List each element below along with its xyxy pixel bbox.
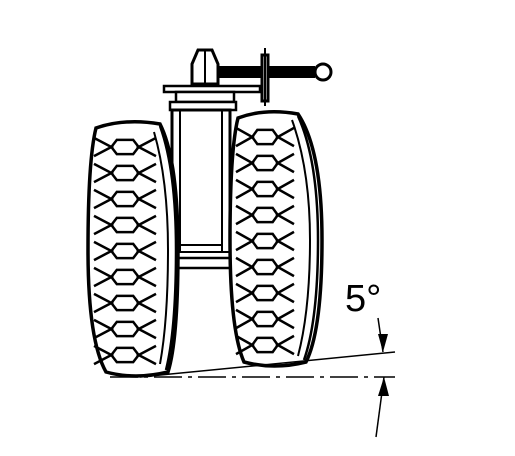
tread-lug-left <box>235 334 255 356</box>
tread-block <box>250 128 280 146</box>
tread-lug-left <box>235 152 255 174</box>
right-tire-tread <box>235 126 295 356</box>
tread-lug-right <box>275 152 295 174</box>
tread-lug-right <box>135 266 157 288</box>
tread-lug-right <box>275 126 295 148</box>
tilt-angle-annotation: 5° <box>110 278 396 438</box>
tread-block <box>109 242 141 260</box>
tread-block <box>250 284 280 302</box>
tread-lug-right <box>135 240 157 262</box>
upper-arrowhead <box>378 334 388 352</box>
tread-block <box>109 216 141 234</box>
tread-block <box>109 190 141 208</box>
tread-lug-right <box>135 136 157 158</box>
tread-lug-left <box>235 204 255 226</box>
fork-body <box>168 108 234 270</box>
tread-lug-right <box>275 308 295 330</box>
tread-block <box>250 154 280 172</box>
tread-lug-right <box>275 230 295 252</box>
tread-block <box>109 294 141 312</box>
tread-lug-right <box>135 292 157 314</box>
tread-lug-right <box>135 162 157 184</box>
tread-block <box>250 232 280 250</box>
handle-knob <box>313 62 333 82</box>
tread-lug-left <box>93 188 115 210</box>
tread-lug-right <box>135 214 157 236</box>
tread-lug-left <box>93 266 115 288</box>
fork-leg-frame <box>170 108 232 262</box>
tread-lug-right <box>135 188 157 210</box>
tread-lug-left <box>93 214 115 236</box>
tread-block <box>250 336 280 354</box>
tread-lug-left <box>93 240 115 262</box>
tread-block <box>109 346 141 364</box>
tread-lug-right <box>135 344 157 366</box>
tread-lug-left <box>235 282 255 304</box>
tread-block <box>109 164 141 182</box>
tread-block <box>109 268 141 286</box>
tread-block <box>109 138 141 156</box>
tread-block <box>250 310 280 328</box>
tread-lug-left <box>235 126 255 148</box>
tread-block <box>250 180 280 198</box>
tread-block <box>250 206 280 224</box>
tread-lug-right <box>275 282 295 304</box>
right-wheel <box>228 110 324 368</box>
tread-lug-left <box>235 178 255 200</box>
tread-lug-left <box>93 292 115 314</box>
tread-lug-right <box>275 204 295 226</box>
left-wheel <box>86 120 180 378</box>
angle-label: 5° <box>345 278 381 320</box>
tilt-reference-line <box>139 351 396 378</box>
tread-lug-right <box>275 334 295 356</box>
bearing-housing <box>174 90 236 104</box>
steering-handle-assembly <box>162 48 333 112</box>
tread-lug-right <box>275 256 295 278</box>
tread-block <box>109 320 141 338</box>
tread-lug-left <box>235 256 255 278</box>
tread-lug-left <box>93 318 115 340</box>
lower-arrowhead <box>378 377 389 396</box>
tread-lug-left <box>93 344 115 366</box>
tread-lug-right <box>275 178 295 200</box>
left-tire-tread <box>93 136 157 366</box>
tread-lug-right <box>135 318 157 340</box>
tread-block <box>250 258 280 276</box>
tread-lug-left <box>93 136 115 158</box>
tread-lug-left <box>93 162 115 184</box>
tread-lug-left <box>235 230 255 252</box>
tread-lug-left <box>235 308 255 330</box>
